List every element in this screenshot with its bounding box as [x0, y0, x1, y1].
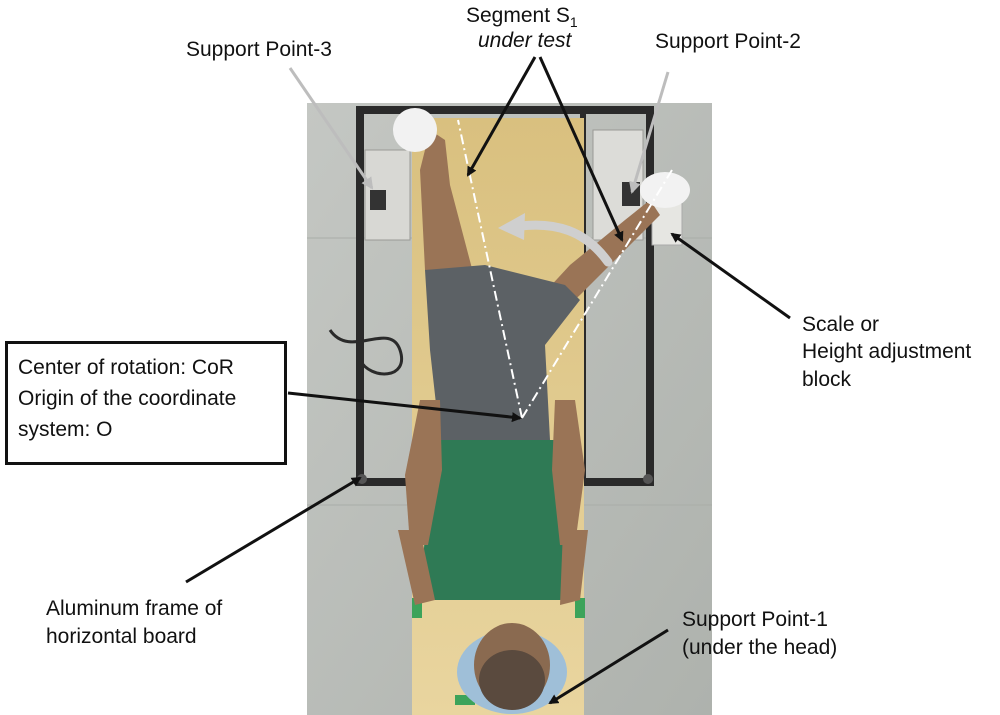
arrow-scale-block: [670, 232, 791, 320]
segment-line-end: [521, 169, 673, 419]
tape-mark: [412, 598, 422, 618]
support-point-2-label: Support Point-2: [655, 30, 801, 53]
center-box-line1: Center of rotation: CoR: [18, 356, 234, 379]
arrow-support-point-3: [288, 67, 374, 190]
center-box-line3: system: O: [18, 418, 113, 441]
frame-bolt: [643, 474, 653, 484]
hair: [479, 650, 545, 710]
segment-label-subscript: 1: [569, 14, 578, 31]
segment-sublabel: under test: [478, 29, 572, 52]
shorts: [425, 265, 580, 440]
support-point-1-label-line2: (under the head): [682, 636, 838, 659]
tape-mark: [455, 695, 475, 705]
left-forearm: [398, 530, 435, 605]
segment-label: Segment S1: [466, 2, 578, 36]
right-arm: [552, 400, 585, 545]
rotation-arrowhead: [498, 213, 525, 240]
scale-block-label-line3: block: [802, 368, 852, 391]
aluminum-frame-label-line1: Aluminum frame of: [46, 597, 223, 620]
left-sock: [393, 108, 437, 152]
scale-block-label-line1: Scale or: [802, 313, 880, 336]
arrow-support-point-2: [629, 71, 670, 194]
left-arm: [405, 400, 442, 545]
torso: [420, 440, 580, 600]
arrow-segment-left: [466, 56, 537, 177]
right-forearm: [560, 530, 588, 605]
arrow-aluminum-frame: [185, 476, 362, 584]
arrow-support-point-1: [548, 628, 669, 705]
scale-display-left: [370, 190, 386, 210]
support-point-3-label: Support Point-3: [186, 38, 332, 61]
scale-block-label-line2: Height adjustment: [802, 340, 972, 363]
tape-mark: [575, 598, 585, 618]
rotation-arrow: [515, 220, 613, 267]
aluminum-frame-label-line2: horizontal board: [46, 625, 197, 648]
segment-label-main: Segment S: [466, 4, 570, 27]
arrow-segment-right: [538, 56, 624, 242]
support-point-1-label-line1: Support Point-1: [682, 608, 828, 631]
center-of-rotation-box: Center of rotation: CoR Origin of the co…: [5, 341, 287, 465]
arrow-center-of-rotation: [287, 391, 522, 423]
cable: [328, 329, 404, 376]
right-sock: [640, 172, 690, 208]
center-box-line2: Origin of the coordinate: [18, 387, 237, 410]
